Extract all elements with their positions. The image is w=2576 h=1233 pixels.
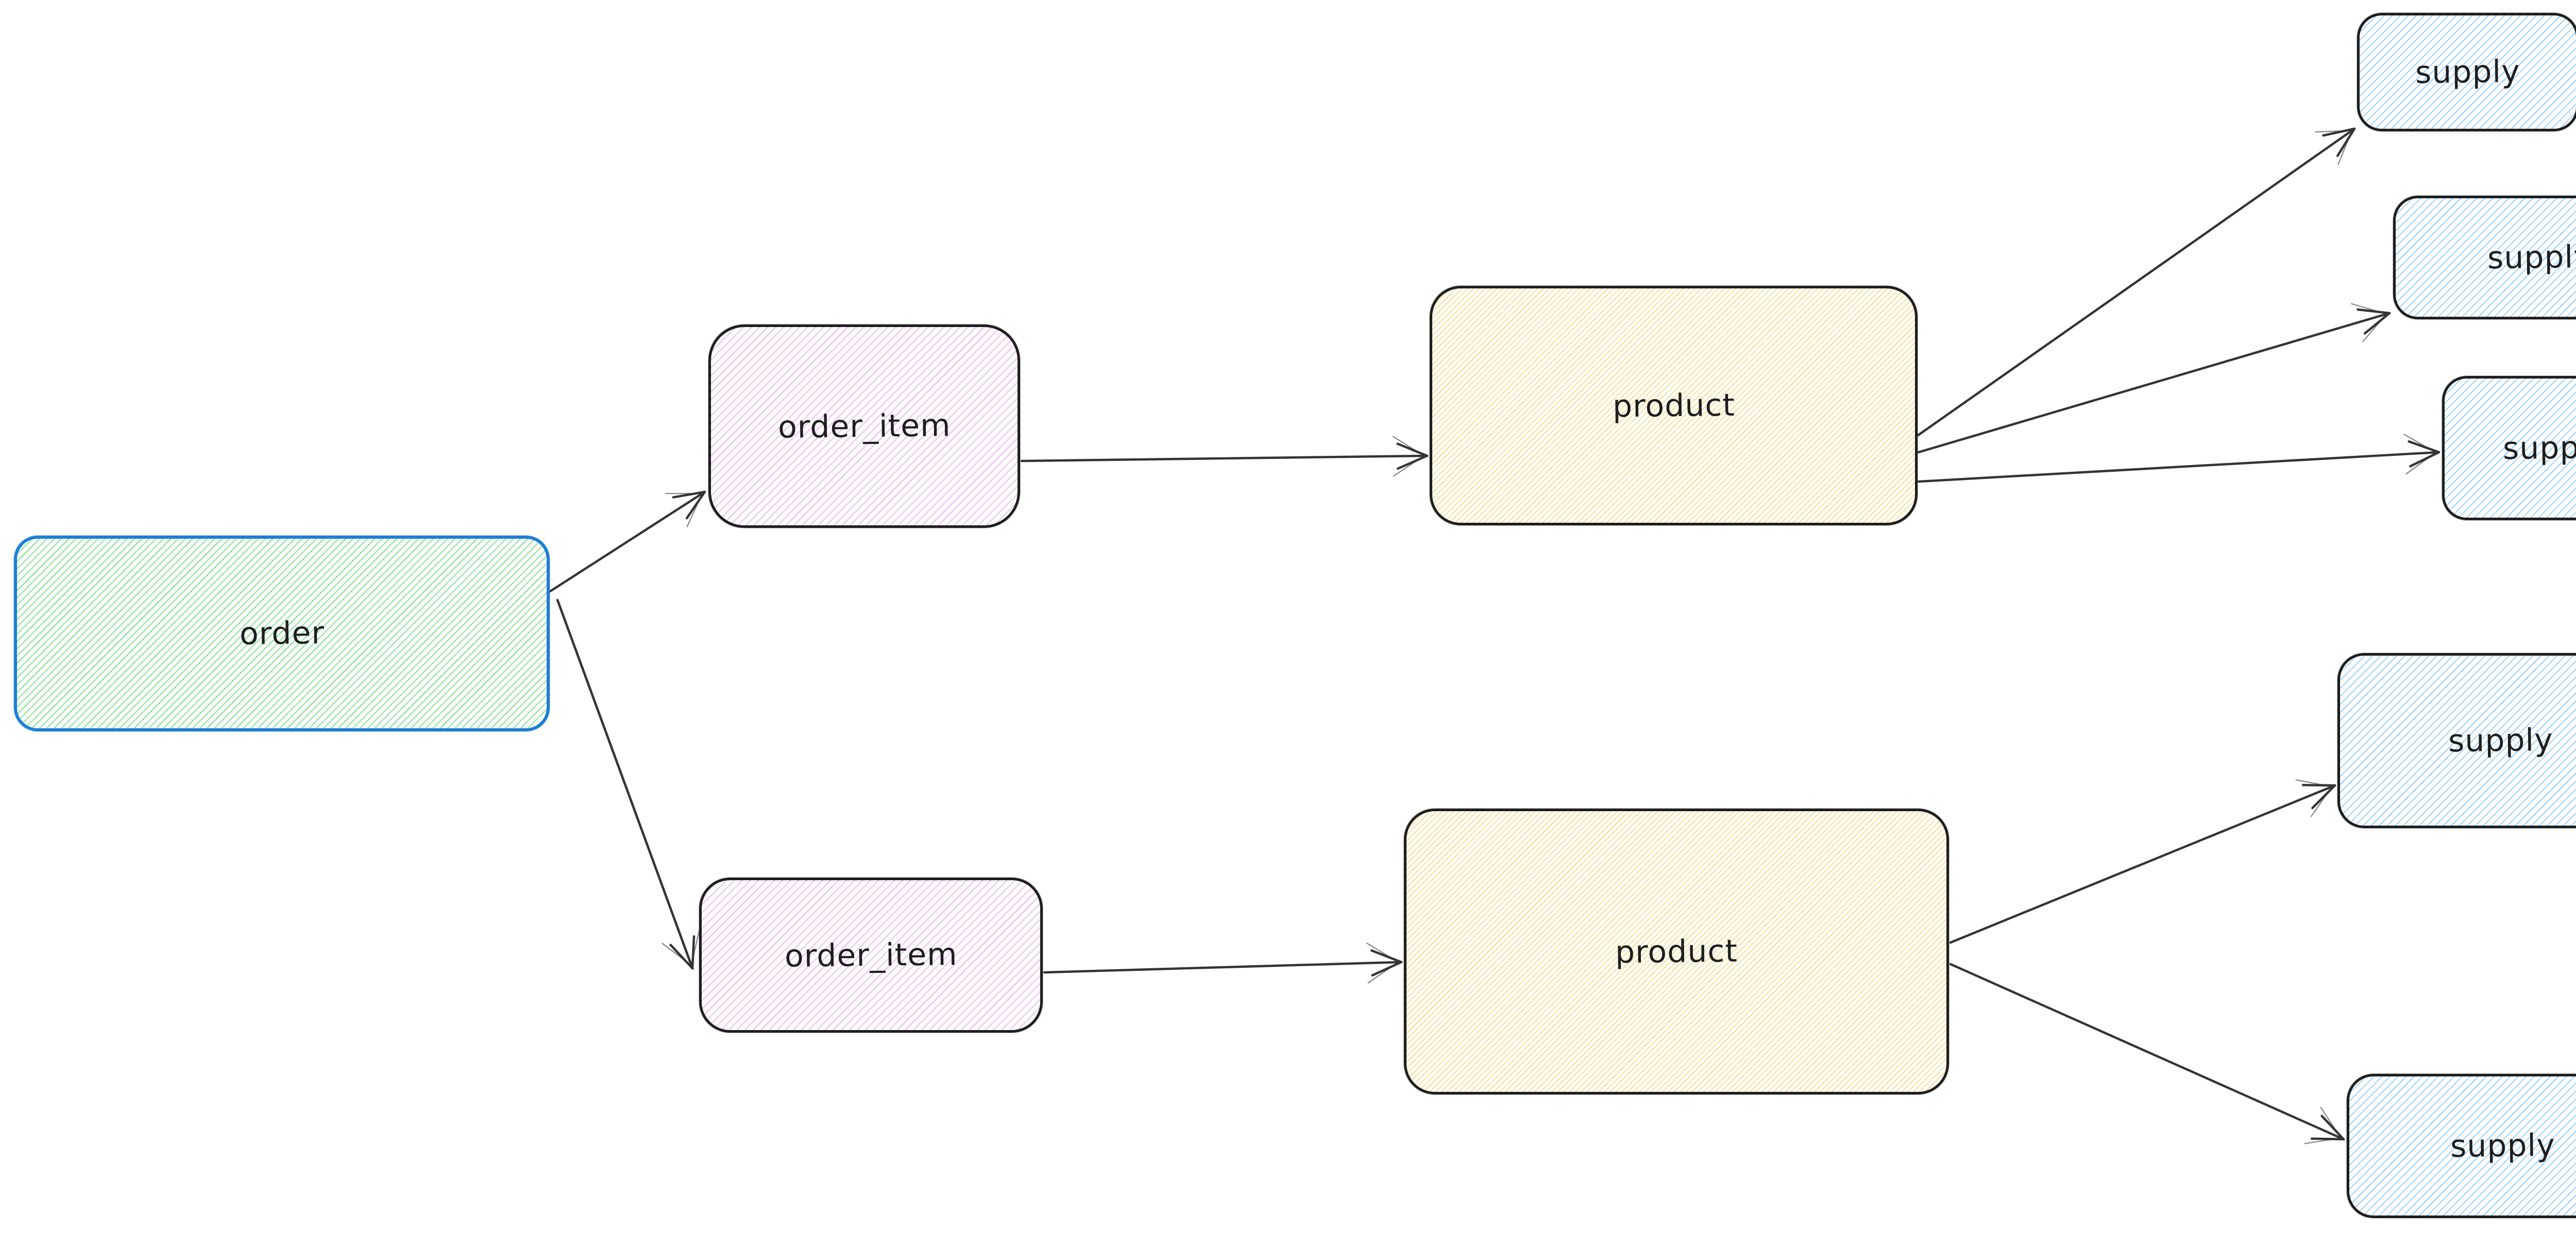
node-order-item-2[interactable]: order_item xyxy=(699,878,1043,1033)
node-supply-2[interactable]: supply xyxy=(2393,196,2576,319)
node-supply-3[interactable]: supply xyxy=(2442,376,2576,520)
node-supply-5-label: supply xyxy=(2450,1127,2556,1165)
node-supply-2-label: supply xyxy=(2487,238,2576,277)
node-supply-1[interactable]: supply xyxy=(2357,13,2576,131)
node-supply-1-label: supply xyxy=(2415,53,2521,91)
node-product-1-label: product xyxy=(1612,387,1735,424)
node-order-item-1-label: order_item xyxy=(777,407,951,446)
node-product-2[interactable]: product xyxy=(1404,809,1949,1094)
node-order-item-2-label: order_item xyxy=(784,936,958,974)
node-supply-4-label: supply xyxy=(2448,722,2553,760)
node-supply-4[interactable]: supply xyxy=(2337,653,2576,828)
node-order[interactable]: order xyxy=(14,536,550,731)
node-supply-3-label: supply xyxy=(2502,429,2576,467)
node-order-item-1[interactable]: order_item xyxy=(708,324,1020,528)
node-supply-5[interactable]: supply xyxy=(2347,1074,2576,1218)
node-product-2-label: product xyxy=(1615,933,1738,970)
node-product-1[interactable]: product xyxy=(1430,286,1918,525)
node-order-label: order xyxy=(239,615,325,652)
